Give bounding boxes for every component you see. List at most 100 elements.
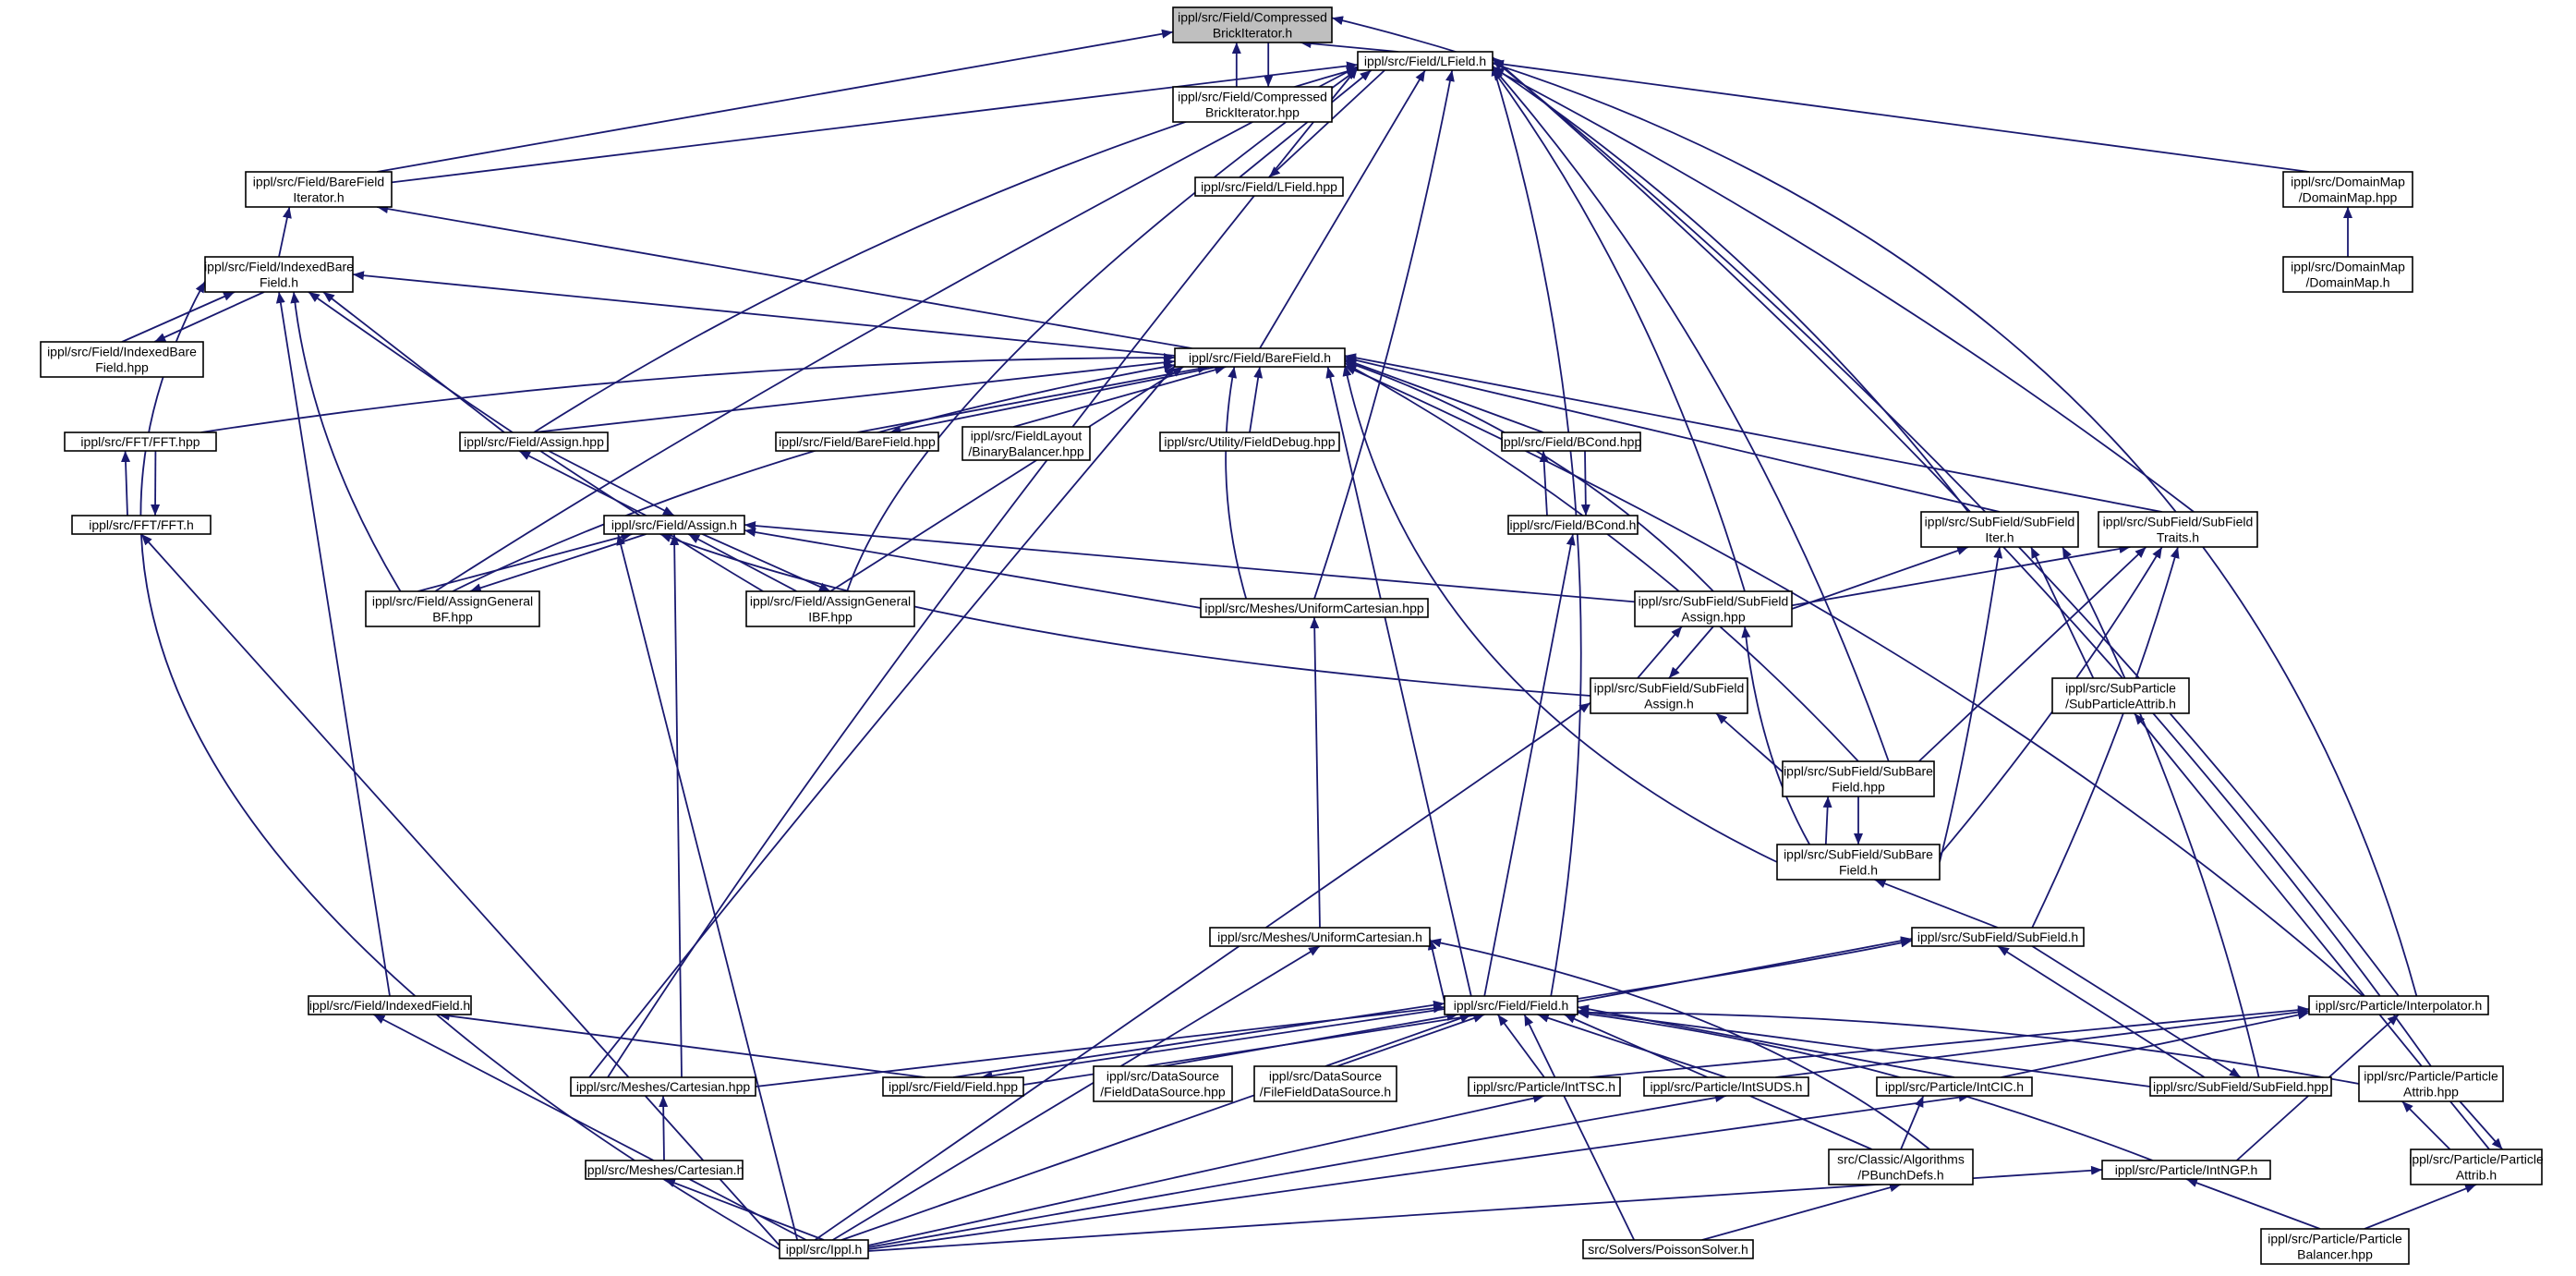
file-node-intsuds[interactable]: ippl/src/Particle/IntSUDS.h — [1643, 1076, 1809, 1097]
edge-agibf-to-barefield_h — [829, 366, 1184, 592]
file-node-pbunch[interactable]: src/Classic/Algorithms/PBunchDefs.h — [1828, 1148, 1974, 1185]
node-box — [245, 171, 393, 208]
file-node-spa-h[interactable]: ippl/src/SubParticle/SubParticleAttrib.h — [2051, 677, 2190, 714]
node-label: ippl/src/SubField/SubBare — [1784, 764, 1933, 779]
file-node-field-h[interactable]: ippl/src/Field/Field.h — [1444, 995, 1578, 1015]
node-box — [585, 1160, 744, 1180]
file-node-intngp[interactable]: ippl/src/Particle/IntNGP.h — [2101, 1160, 2271, 1180]
edge-cart_h-to-cart_hpp — [659, 1095, 669, 1161]
node-label: ippl/src/Field/Compressed — [1178, 10, 1327, 25]
file-node-interp-h[interactable]: ippl/src/Particle/Interpolator.h — [2308, 995, 2489, 1015]
file-node-subfield-h[interactable]: ippl/src/SubField/SubField.h — [1911, 927, 2085, 947]
file-node-dm-h[interactable]: ippl/src/DomainMap/DomainMap.h — [2282, 256, 2413, 293]
node-label: ippl/src/Field/IndexedBare — [204, 260, 354, 274]
node-box — [204, 256, 354, 293]
file-node-field-hpp[interactable]: ippl/src/Field/Field.hpp — [882, 1076, 1024, 1097]
node-label: ippl/src/Particle/IntTSC.h — [1473, 1079, 1615, 1094]
node-label: ippl/src/SubField/SubField — [1925, 515, 2075, 529]
node-box — [1253, 1065, 1397, 1102]
edge-uc_hpp-to-lfield_h — [1313, 69, 1455, 600]
file-node-cbi-hpp[interactable]: ippl/src/Field/CompressedBrickIterator.h… — [1172, 86, 1333, 123]
node-box — [1782, 760, 1935, 797]
node-box — [1172, 6, 1333, 43]
file-node-cart-h[interactable]: ippl/src/Meshes/Cartesian.h — [585, 1160, 744, 1180]
file-node-pattr-h[interactable]: ippl/src/Particle/ParticleAttrib.h — [2409, 1148, 2544, 1185]
edge-pattr_h-to-pattr_hpp — [2401, 1100, 2451, 1150]
node-label: ippl/src/Meshes/Cartesian.hpp — [576, 1079, 751, 1094]
file-node-fft-h[interactable]: ippl/src/FFT/FFT.h — [71, 515, 212, 535]
file-node-assign-hpp[interactable]: ippl/src/Field/Assign.hpp — [459, 431, 609, 452]
node-label: ippl/src/Field/Field.h — [1454, 998, 1569, 1013]
node-box — [775, 431, 939, 452]
node-label: ippl/src/Particle/IntCIC.h — [1885, 1079, 2024, 1094]
file-node-fielddebug[interactable]: ippl/src/Utility/FieldDebug.hpp — [1159, 431, 1340, 452]
edge-barefield_h-to-ibf_h — [352, 271, 1176, 357]
file-node-inttsc[interactable]: ippl/src/Particle/IntTSC.h — [1468, 1076, 1621, 1097]
edge-field_h-to-uc_h — [1427, 938, 1445, 1003]
edge-pattr_hpp-to-field_h — [1577, 1007, 2360, 1085]
file-node-ippl-h[interactable]: ippl/src/Ippl.h — [779, 1239, 869, 1259]
edge-fds_hpp-to-field_h — [1162, 1012, 1458, 1067]
edge-spa_h-to-sfi_h — [2030, 546, 2095, 679]
file-node-subfield-hpp[interactable]: ippl/src/SubField/SubField.hpp — [2149, 1076, 2332, 1097]
edge-sbf_hpp-to-lfield_h — [1492, 67, 1890, 762]
file-node-intcic[interactable]: ippl/src/Particle/IntCIC.h — [1876, 1076, 2033, 1097]
node-label: ippl/src/Particle/Particle — [2268, 1232, 2402, 1246]
node-label: ippl/src/Field/IndexedBare — [47, 345, 197, 359]
edge-ibf_h-to-bfi_h — [278, 206, 292, 258]
node-box — [1468, 1076, 1621, 1097]
edge-agibf-to-ibf_h — [308, 291, 764, 592]
edge-bfi_h-to-cbi_h — [377, 29, 1174, 173]
node-label: ippl/src/SubField/SubField — [2103, 515, 2254, 529]
node-box — [1876, 1076, 2033, 1097]
file-node-bcond-hpp[interactable]: ippl/src/Field/BCond.hpp — [1501, 431, 1642, 452]
node-box — [2149, 1076, 2332, 1097]
file-node-uc-h[interactable]: ippl/src/Meshes/UniformCartesian.h — [1209, 927, 1431, 947]
edge-ippl_h-to-fft_h — [140, 533, 780, 1246]
node-box — [603, 515, 745, 535]
file-node-lfield-h[interactable]: ippl/src/Field/LField.h — [1357, 51, 1494, 71]
edge-sbf_h-to-sfi_h — [1939, 546, 2003, 863]
edge-indexedfield_h-to-ibf_h — [275, 291, 391, 997]
file-node-pattr-hpp[interactable]: ippl/src/Particle/ParticleAttrib.hpp — [2358, 1065, 2504, 1102]
file-node-poisson[interactable]: src/Solvers/PoissonSolver.h — [1582, 1239, 1754, 1259]
node-box — [459, 431, 609, 452]
edge-cart_hpp-to-assign_h — [670, 533, 683, 1078]
node-label: Iter.h — [1985, 530, 2014, 545]
edge-cart_hpp-to-lfield_h — [607, 67, 1359, 1078]
file-node-indexedfield-h[interactable]: ippl/src/Field/IndexedField.h — [308, 995, 472, 1015]
file-node-barefield-h[interactable]: ippl/src/Field/BareField.h — [1174, 347, 1346, 368]
file-node-fft-hpp[interactable]: ippl/src/FFT/FFT.hpp — [64, 431, 217, 452]
node-label: IBF.hpp — [808, 610, 853, 625]
file-node-uc-hpp[interactable]: ippl/src/Meshes/UniformCartesian.hpp — [1200, 598, 1429, 618]
file-node-barefield-hpp[interactable]: ippl/src/Field/BareField.hpp — [775, 431, 939, 452]
edge-subfield_hpp-to-sfi_h — [2062, 546, 2260, 1078]
edge-ffds_h-to-field_h — [1324, 1014, 1472, 1067]
file-node-binbal[interactable]: ippl/src/FieldLayout/BinaryBalancer.hpp — [961, 426, 1091, 461]
node-label: ippl/src/DataSource — [1107, 1069, 1219, 1084]
file-node-lfield-hpp[interactable]: ippl/src/Field/LField.hpp — [1194, 176, 1344, 197]
edge-pbal-to-intngp — [2185, 1178, 2321, 1230]
file-node-cart-hpp[interactable]: ippl/src/Meshes/Cartesian.hpp — [570, 1076, 756, 1097]
file-node-bcond-h[interactable]: ippl/src/Field/BCond.h — [1507, 515, 1639, 535]
file-node-ffds-h[interactable]: ippl/src/DataSource/FileFieldDataSource.… — [1253, 1065, 1397, 1102]
file-node-fds-hpp[interactable]: ippl/src/DataSource/FieldDataSource.hpp — [1093, 1065, 1233, 1102]
file-node-dm-hpp[interactable]: ippl/src/DomainMap/DomainMap.hpp — [2282, 171, 2413, 208]
node-box — [1920, 511, 2079, 548]
node-label: ippl/src/Meshes/UniformCartesian.hpp — [1204, 601, 1424, 615]
file-node-assign-h[interactable]: ippl/src/Field/Assign.h — [603, 515, 745, 535]
node-label: ippl/src/Field/IndexedField.h — [309, 998, 470, 1013]
